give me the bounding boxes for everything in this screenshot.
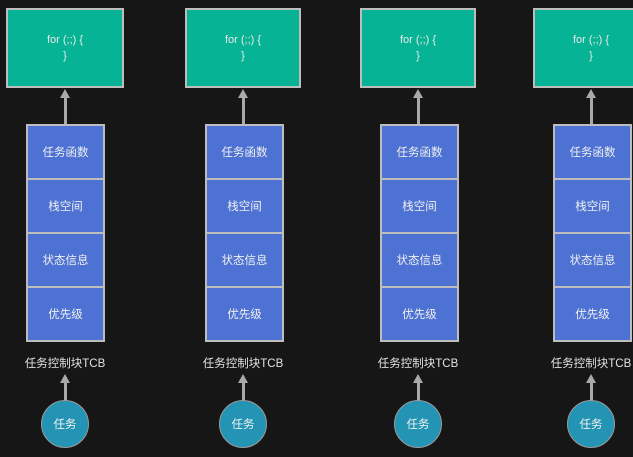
arrow-shaft <box>64 96 67 125</box>
task-circle-3: 任务 <box>394 400 442 448</box>
arrow-head <box>413 89 423 98</box>
arrow-shaft <box>417 96 420 125</box>
arrow-head <box>413 374 423 383</box>
loop-code-line-2: } <box>589 50 593 62</box>
tcb-cell-priority: 优先级 <box>205 286 284 342</box>
loop-box-1: for (;;) { } <box>6 8 124 88</box>
tcb-stack-2: 任务函数 栈空间 状态信息 优先级 <box>205 124 284 342</box>
arrow-shaft <box>417 381 420 401</box>
tcb-stack-4: 任务函数 栈空间 状态信息 优先级 <box>553 124 632 342</box>
arrow-tcb-to-loop-3 <box>413 89 424 125</box>
arrow-head <box>586 89 596 98</box>
arrow-task-to-tcb-1 <box>60 374 71 401</box>
tcb-cell-stack-space: 栈空间 <box>26 178 105 234</box>
tcb-cell-status-info: 状态信息 <box>205 232 284 288</box>
arrow-shaft <box>242 96 245 125</box>
tcb-cell-status-info: 状态信息 <box>553 232 632 288</box>
tcb-label-4: 任务控制块TCB <box>550 358 632 370</box>
tcb-cell-stack-space: 栈空间 <box>380 178 459 234</box>
tcb-cell-task-function: 任务函数 <box>26 124 105 180</box>
arrow-shaft <box>590 381 593 401</box>
loop-box-4: for (;;) { } <box>533 8 633 88</box>
arrow-tcb-to-loop-2 <box>238 89 249 125</box>
tcb-label-2: 任务控制块TCB <box>202 358 284 370</box>
task-column-3: for (;;) { } 任务函数 栈空间 状态信息 优先级 任务控制块TCB … <box>353 0 483 457</box>
arrow-head <box>586 374 596 383</box>
tcb-cell-stack-space: 栈空间 <box>205 178 284 234</box>
arrow-task-to-tcb-3 <box>413 374 424 401</box>
arrow-shaft <box>64 381 67 401</box>
task-circle-1: 任务 <box>41 400 89 448</box>
arrow-task-to-tcb-4 <box>586 374 597 401</box>
tcb-cell-task-function: 任务函数 <box>553 124 632 180</box>
arrow-head <box>60 89 70 98</box>
tcb-cell-status-info: 状态信息 <box>26 232 105 288</box>
tcb-cell-priority: 优先级 <box>380 286 459 342</box>
tcb-cell-stack-space: 栈空间 <box>553 178 632 234</box>
tcb-cell-task-function: 任务函数 <box>380 124 459 180</box>
tcb-stack-1: 任务函数 栈空间 状态信息 优先级 <box>26 124 105 342</box>
loop-box-3: for (;;) { } <box>360 8 476 88</box>
task-column-2: for (;;) { } 任务函数 栈空间 状态信息 优先级 任务控制块TCB … <box>178 0 308 457</box>
tcb-cell-priority: 优先级 <box>26 286 105 342</box>
tcb-label-1: 任务控制块TCB <box>24 358 106 370</box>
tcb-cell-task-function: 任务函数 <box>205 124 284 180</box>
loop-code-line-1: for (;;) { <box>399 34 437 46</box>
task-circle-4: 任务 <box>567 400 615 448</box>
loop-code-line-2: } <box>63 50 67 62</box>
arrow-tcb-to-loop-1 <box>60 89 71 125</box>
loop-code-line-2: } <box>241 50 245 62</box>
tcb-cell-priority: 优先级 <box>553 286 632 342</box>
tcb-cell-status-info: 状态信息 <box>380 232 459 288</box>
tcb-stack-3: 任务函数 栈空间 状态信息 优先级 <box>380 124 459 342</box>
arrow-tcb-to-loop-4 <box>586 89 597 125</box>
arrow-task-to-tcb-2 <box>238 374 249 401</box>
loop-code-line-1: for (;;) { <box>224 34 262 46</box>
arrow-head <box>238 374 248 383</box>
task-column-4: for (;;) { } 任务函数 栈空间 状态信息 优先级 任务控制块TCB … <box>526 0 633 457</box>
arrow-head <box>238 89 248 98</box>
task-column-1: for (;;) { } 任务函数 栈空间 状态信息 优先级 任务控制块TCB … <box>0 0 130 457</box>
arrow-shaft <box>242 381 245 401</box>
task-circle-2: 任务 <box>219 400 267 448</box>
loop-code-line-2: } <box>416 50 420 62</box>
arrow-head <box>60 374 70 383</box>
loop-code-line-1: for (;;) { <box>572 34 610 46</box>
loop-box-2: for (;;) { } <box>185 8 301 88</box>
loop-code-line-1: for (;;) { <box>46 34 84 46</box>
tcb-label-3: 任务控制块TCB <box>377 358 459 370</box>
arrow-shaft <box>590 96 593 125</box>
